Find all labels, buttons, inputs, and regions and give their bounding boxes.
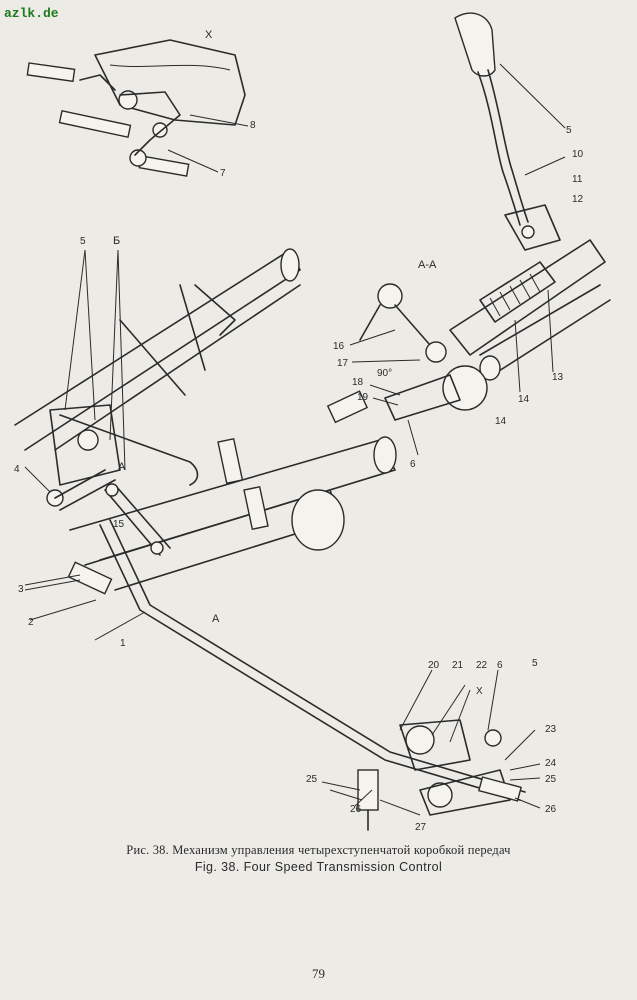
callout-labels: X 8 7 5 10 11 12 A-A 5 Б 13 14 16 17 90°…	[14, 29, 584, 833]
callout-19: 19	[357, 392, 369, 403]
callout-6: 6	[410, 459, 416, 470]
callout-12: 12	[572, 194, 584, 205]
callout-25b: 25	[306, 774, 318, 785]
callout-25: 25	[545, 774, 557, 785]
callout-15: 14	[495, 416, 507, 427]
watermark: azlk.de	[4, 6, 59, 21]
callout-22: 22	[476, 660, 488, 671]
callout-20: 20	[428, 660, 440, 671]
callout-x-arrow: X	[476, 686, 483, 697]
callout-1: 1	[120, 638, 126, 649]
callout-13: 13	[552, 372, 564, 383]
callout-5: 5	[566, 125, 572, 136]
callout-21: 21	[452, 660, 464, 671]
angle-90: 90°	[377, 368, 392, 379]
callout-24: 24	[545, 758, 557, 769]
section-label-a-a: A-A	[418, 259, 437, 271]
figure-caption-ru: Рис. 38. Механизм управления четырехступ…	[126, 843, 511, 857]
callout-18: 18	[352, 377, 364, 388]
callout-14b: 15	[113, 519, 125, 530]
callout-3: 3	[18, 584, 24, 595]
section-a-a	[326, 283, 488, 456]
bottom-linkage	[321, 669, 541, 831]
callout-8: 8	[250, 120, 256, 131]
callout-2: 2	[28, 617, 34, 628]
callout-7: 7	[220, 168, 226, 179]
callout-27: 27	[415, 822, 427, 833]
callout-26b: 26	[545, 804, 557, 815]
section-label-x: X	[205, 29, 213, 41]
callout-16: 16	[333, 341, 345, 352]
page-number: 79	[312, 966, 325, 981]
section-label-a1: A	[118, 461, 126, 473]
callout-10: 10	[572, 149, 584, 160]
figure-caption-en: Fig. 38. Four Speed Transmission Control	[194, 860, 443, 874]
left-linkage	[24, 249, 171, 621]
section-label-a2: A	[212, 613, 220, 625]
detail-x	[26, 39, 249, 177]
gear-lever	[454, 12, 566, 251]
callout-4: 4	[14, 464, 20, 475]
callout-5c: 5	[532, 658, 538, 669]
callout-23: 23	[545, 724, 557, 735]
section-label-b: Б	[113, 235, 120, 247]
shift-rod	[59, 414, 526, 801]
callout-6b: 6	[497, 660, 503, 671]
callout-14: 14	[518, 394, 530, 405]
callout-17: 17	[337, 358, 349, 369]
callout-11: 11	[572, 174, 583, 185]
callout-26: 26	[350, 804, 362, 815]
shift-housing	[449, 239, 611, 393]
steering-column	[14, 248, 397, 591]
callout-5b: 5	[80, 236, 86, 247]
